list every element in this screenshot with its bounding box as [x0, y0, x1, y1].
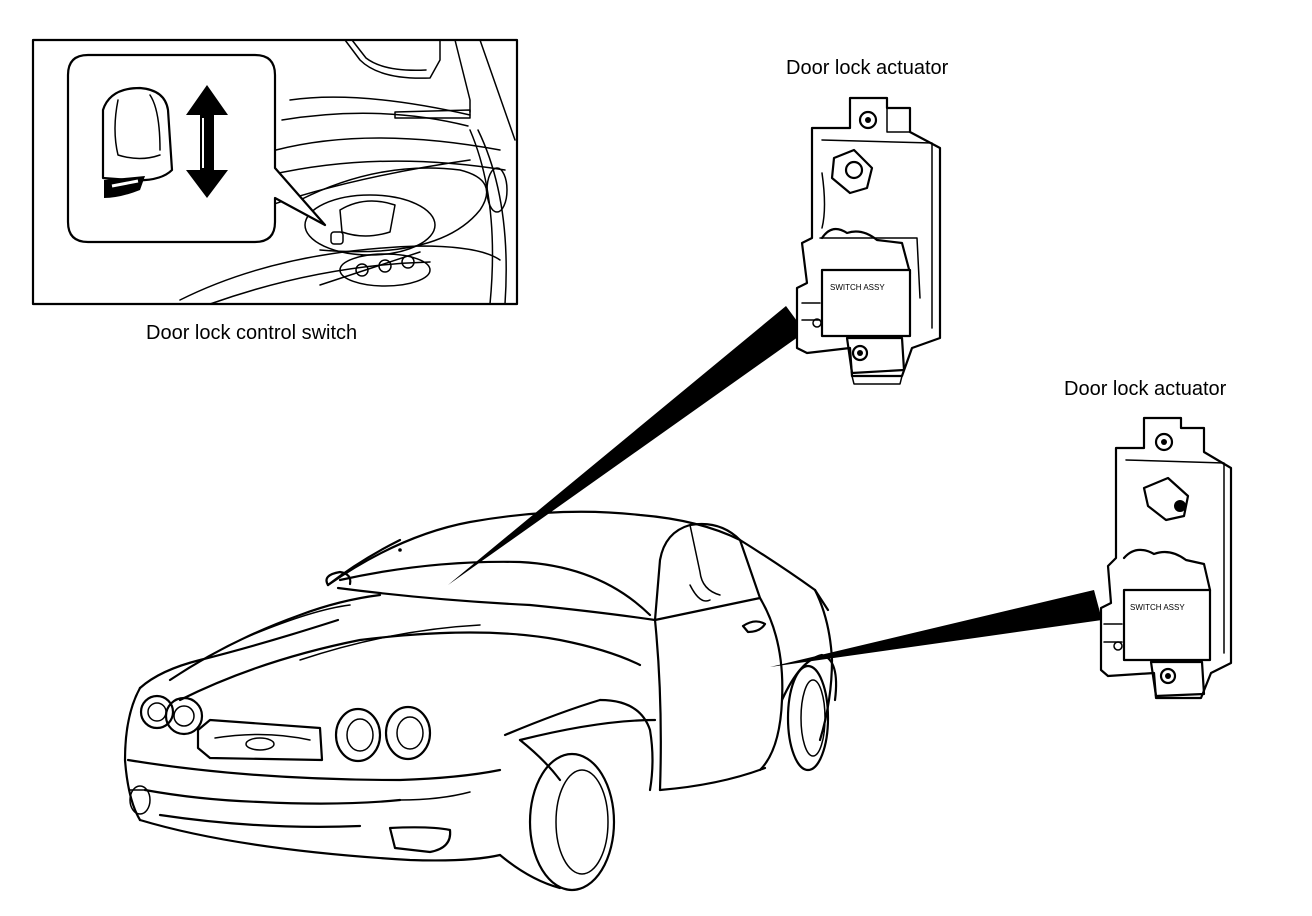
rocker-switch-icon: [101, 86, 174, 198]
svg-text:SWITCH ASSY: SWITCH ASSY: [1130, 603, 1185, 612]
callout-wedge-front: [448, 306, 805, 585]
label-door-lock-actuator-rear: Door lock actuator: [1064, 378, 1227, 400]
svg-text:SWITCH ASSY: SWITCH ASSY: [830, 283, 885, 292]
door-lock-actuator-front: SWITCH ASSY: [795, 96, 942, 385]
label-door-lock-control-switch: Door lock control switch: [146, 322, 358, 344]
car-body: [123, 510, 838, 892]
callout-wedge-rear: [770, 590, 1102, 667]
headlamps: [139, 694, 432, 763]
switch-inset: [31, 38, 519, 306]
door-lock-actuator-rear: SWITCH ASSY: [1099, 416, 1233, 700]
up-down-arrow-icon: [186, 85, 228, 198]
label-door-lock-actuator-front: Door lock actuator: [786, 57, 949, 79]
